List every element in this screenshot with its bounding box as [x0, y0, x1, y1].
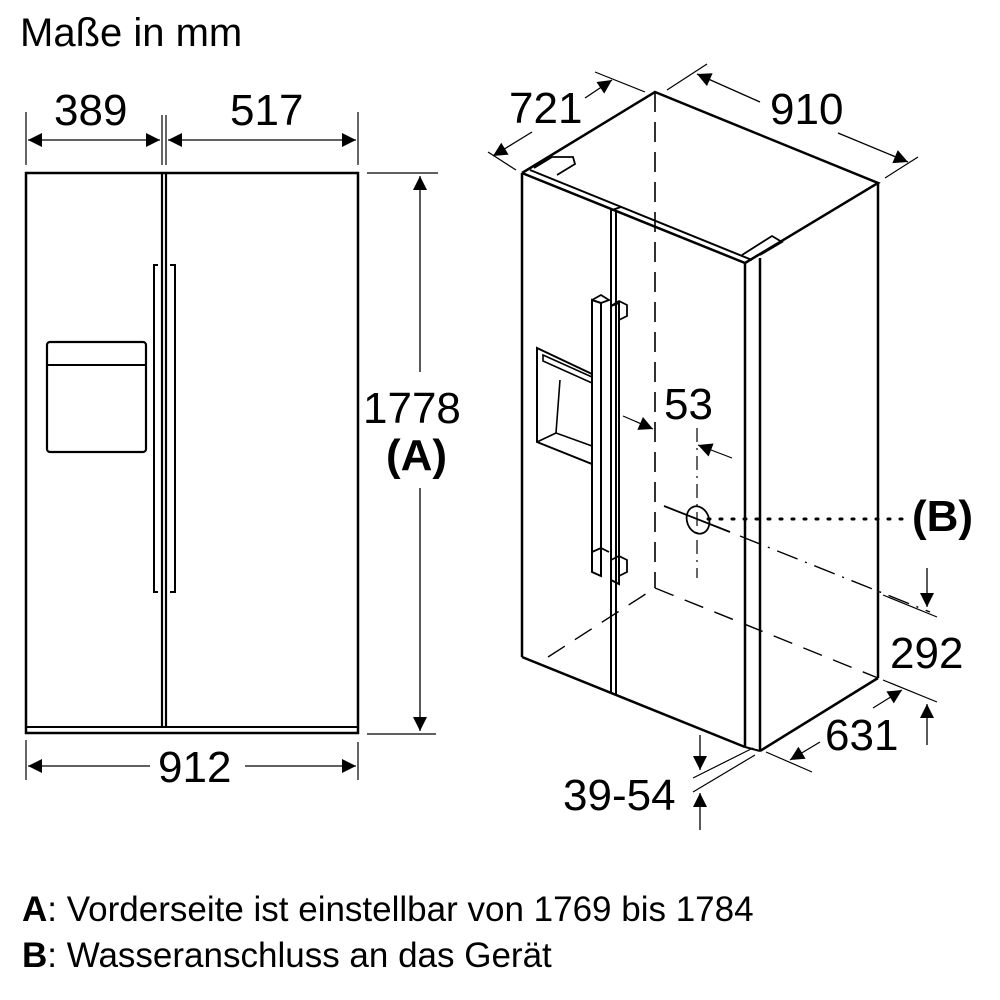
- legend-item-a: A: Vorderseite ist einstellbar von 1769 …: [22, 887, 754, 933]
- water-height-label: 292: [890, 629, 963, 678]
- page-title: Maße in mm: [20, 11, 242, 55]
- legend-key-a: A: [22, 890, 48, 929]
- total-width-label: 912: [158, 743, 231, 792]
- height-label: 1778: [363, 384, 461, 433]
- front-view: 389 517 1778 (A) 912: [24, 86, 461, 792]
- water-connection-marker: [685, 505, 711, 535]
- legend-item-b: B: Wasseranschluss an das Gerät: [22, 933, 552, 979]
- width-top-label: 910: [770, 85, 843, 134]
- height-note-ref: (A): [386, 431, 447, 480]
- legend-text-a: : Vorderseite ist einstellbar von 1769 b…: [47, 890, 754, 929]
- isometric-view: 721 910 53 (B) 292 631 39-54: [487, 63, 973, 830]
- water-offset-label: 53: [664, 380, 713, 429]
- dispenser-panel: [45, 340, 148, 454]
- depth-top-label: 721: [509, 84, 582, 133]
- water-ref-label: (B): [912, 492, 973, 541]
- legend-key-b: B: [22, 936, 48, 975]
- width-right-label: 517: [230, 86, 303, 135]
- depth-body-label: 631: [825, 711, 898, 760]
- door-thickness-label: 39-54: [563, 771, 676, 820]
- legend-text-b: : Wasseranschluss an das Gerät: [47, 936, 552, 975]
- width-left-label: 389: [54, 86, 127, 135]
